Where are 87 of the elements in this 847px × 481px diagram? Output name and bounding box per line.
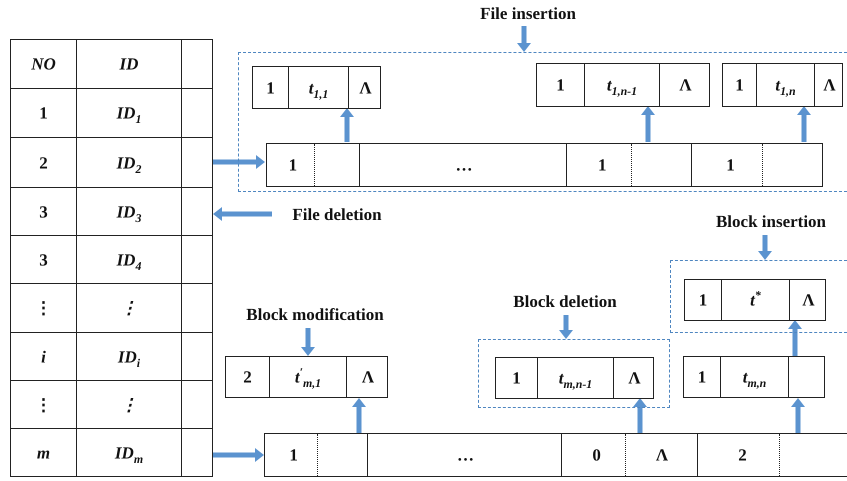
table-row [10, 88, 213, 138]
row-number: ⋮ [35, 396, 52, 413]
pointer-symbol: Λ [823, 76, 836, 94]
array-cell [367, 433, 562, 477]
operation-label: File deletion [272, 202, 402, 228]
file-id: ID [120, 56, 138, 72]
version-number: 1 [266, 79, 275, 96]
file-id: ID$_{4}$ [116, 251, 142, 268]
table-row [10, 380, 213, 429]
row-number: NO [31, 56, 56, 72]
block-arrow [213, 448, 264, 462]
table-row [10, 39, 213, 89]
operation-label: Block modification [222, 302, 408, 328]
entry-text: 1 [288, 156, 298, 174]
version-number: 2 [243, 368, 252, 386]
row-number: ⋮ [35, 300, 52, 316]
pointer-symbol: Λ [628, 370, 641, 386]
block-arrow [788, 320, 802, 356]
record-box [495, 357, 654, 399]
entry-text: 0 [592, 446, 601, 464]
entry-text: 1 [726, 156, 735, 174]
table-row [10, 235, 213, 284]
block-arrow [213, 155, 265, 169]
block-arrow [517, 26, 531, 52]
row-number: i [41, 348, 46, 365]
file-id: ID$_{2}$ [116, 154, 142, 171]
block-arrow [213, 207, 272, 221]
block-arrow [758, 235, 772, 260]
dashed-region [478, 339, 670, 408]
pointer-symbol: Λ [679, 76, 692, 94]
version-number: 1 [735, 76, 744, 94]
version-number: 1 [512, 370, 521, 386]
version-number: 1 [556, 76, 565, 94]
array-cell [359, 143, 567, 187]
entry-text: 1 [598, 156, 606, 174]
file-id: ID$_{i}$ [118, 348, 140, 365]
block-arrow [301, 328, 315, 356]
entry-text: 1 [289, 446, 298, 464]
file-id: ⋮ [120, 396, 138, 413]
array-cell [561, 433, 698, 477]
table-row [10, 332, 213, 381]
operation-label: Block insertion [696, 209, 846, 235]
array-cell [264, 433, 368, 477]
file-id: ID$_{3}$ [116, 203, 142, 220]
array-cell [691, 143, 823, 187]
row-number: 3 [39, 251, 48, 268]
dashed-region [670, 260, 847, 333]
operation-label: Block deletion [490, 289, 640, 315]
file-id: ID$_{1}$ [116, 104, 142, 122]
array-cell [697, 433, 847, 477]
block-arrow [791, 398, 805, 433]
record-box [722, 63, 843, 107]
table-row [10, 137, 213, 188]
array-cell [266, 143, 360, 187]
row-number: 2 [39, 154, 48, 171]
file-id: ID$_{m}$ [114, 444, 144, 461]
row-number: 1 [39, 104, 48, 122]
array-cell [566, 143, 692, 187]
pointer-symbol: Λ [362, 368, 374, 386]
version-number: 1 [698, 368, 706, 386]
version-number: 1 [698, 292, 708, 308]
row-number: m [36, 444, 50, 461]
entry-text: Λ [656, 446, 668, 464]
record-box [683, 356, 825, 398]
entry-text: … [457, 446, 474, 464]
entry-text: 2 [738, 446, 747, 464]
file-id: ⋮ [120, 300, 138, 316]
tag-text: t$^{*}$ [750, 292, 761, 308]
block-arrow [641, 106, 655, 142]
pointer-symbol: Λ [359, 79, 372, 96]
dashed-region [238, 52, 847, 192]
table-row [10, 187, 213, 236]
row-number: 3 [39, 203, 48, 220]
record-box [225, 356, 388, 398]
table-row [10, 283, 213, 333]
table-row [10, 428, 213, 477]
block-arrow [340, 108, 354, 142]
entry-text: … [456, 156, 472, 174]
block-arrow [559, 315, 573, 339]
block-arrow [633, 398, 647, 433]
pointer-symbol: Λ [802, 292, 815, 308]
record-box [684, 279, 826, 321]
block-arrow [352, 398, 366, 433]
record-box [252, 66, 381, 109]
operation-label: File insertion [448, 2, 608, 26]
block-arrow [797, 106, 811, 142]
record-box [536, 63, 710, 107]
